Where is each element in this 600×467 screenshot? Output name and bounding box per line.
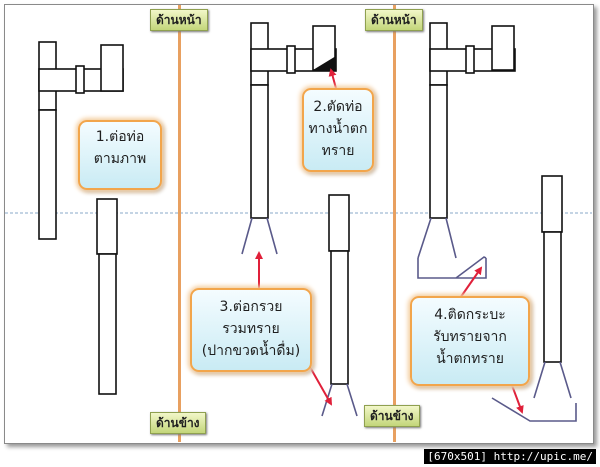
step-3-callout: 3.ต่อกรวย รวมทราย (ปากขวดน้ำดื่ม) bbox=[190, 288, 312, 372]
step-4-line-2: รับทรายจาก bbox=[433, 329, 507, 345]
cut-wedge bbox=[313, 56, 336, 70]
step-1-callout: 1.ต่อท่อ ตามภาพ bbox=[78, 120, 162, 190]
step-1-line-1: 1.ต่อท่อ bbox=[95, 129, 145, 145]
step-3-line-1: 3.ต่อกรวย bbox=[219, 299, 283, 315]
step-3-line-3: (ปากขวดน้ำดื่ม) bbox=[201, 343, 301, 359]
step-3-line-2: รวมทราย bbox=[222, 321, 280, 337]
funnel-side-3 bbox=[533, 361, 572, 399]
sand-tray-front bbox=[417, 256, 487, 279]
step-2-line-3: ทราย bbox=[321, 143, 355, 159]
image-host-footer: [670x501] http://upic.me/ bbox=[424, 449, 596, 464]
step-2-line-1: 2.ตัดท่อ bbox=[313, 99, 363, 115]
step-4-line-3: น้ำตกทราย bbox=[436, 351, 504, 367]
front-view-tag-1: ด้านหน้า bbox=[150, 9, 208, 31]
pipe-side-2-lower bbox=[330, 250, 349, 385]
pipe-side-2 bbox=[328, 194, 350, 252]
step-2-line-2: ทางน้ำตก bbox=[308, 121, 368, 137]
divider-right bbox=[393, 5, 396, 442]
pipe-side-1 bbox=[96, 198, 118, 255]
pipe-front-3 bbox=[429, 22, 516, 219]
arrow-tray-front bbox=[457, 266, 483, 302]
side-view-tag-2: ด้านข้าง bbox=[364, 405, 420, 427]
step-2-callout: 2.ตัดท่อ ทางน้ำตก ทราย bbox=[302, 88, 374, 172]
pipe-front-2 bbox=[250, 22, 337, 219]
pipe-side-3-lower bbox=[543, 231, 562, 363]
funnel-front-3 bbox=[417, 217, 457, 259]
pipe-side-1-lower bbox=[98, 253, 117, 395]
divider-left bbox=[178, 5, 181, 442]
sand-tray-side bbox=[491, 397, 577, 422]
front-view-tag-2: ด้านหน้า bbox=[365, 9, 423, 31]
pipe-front-1 bbox=[38, 41, 124, 240]
step-4-line-1: 4.ติดกระบะ bbox=[434, 307, 506, 323]
step-4-callout: 4.ติดกระบะ รับทรายจาก น้ำตกทราย bbox=[410, 296, 530, 386]
funnel-side-2 bbox=[321, 383, 358, 417]
side-view-tag-1: ด้านข้าง bbox=[150, 412, 206, 434]
funnel-front-2 bbox=[241, 217, 278, 255]
pipe-side-3 bbox=[541, 175, 563, 233]
step-1-line-2: ตามภาพ bbox=[93, 151, 147, 167]
